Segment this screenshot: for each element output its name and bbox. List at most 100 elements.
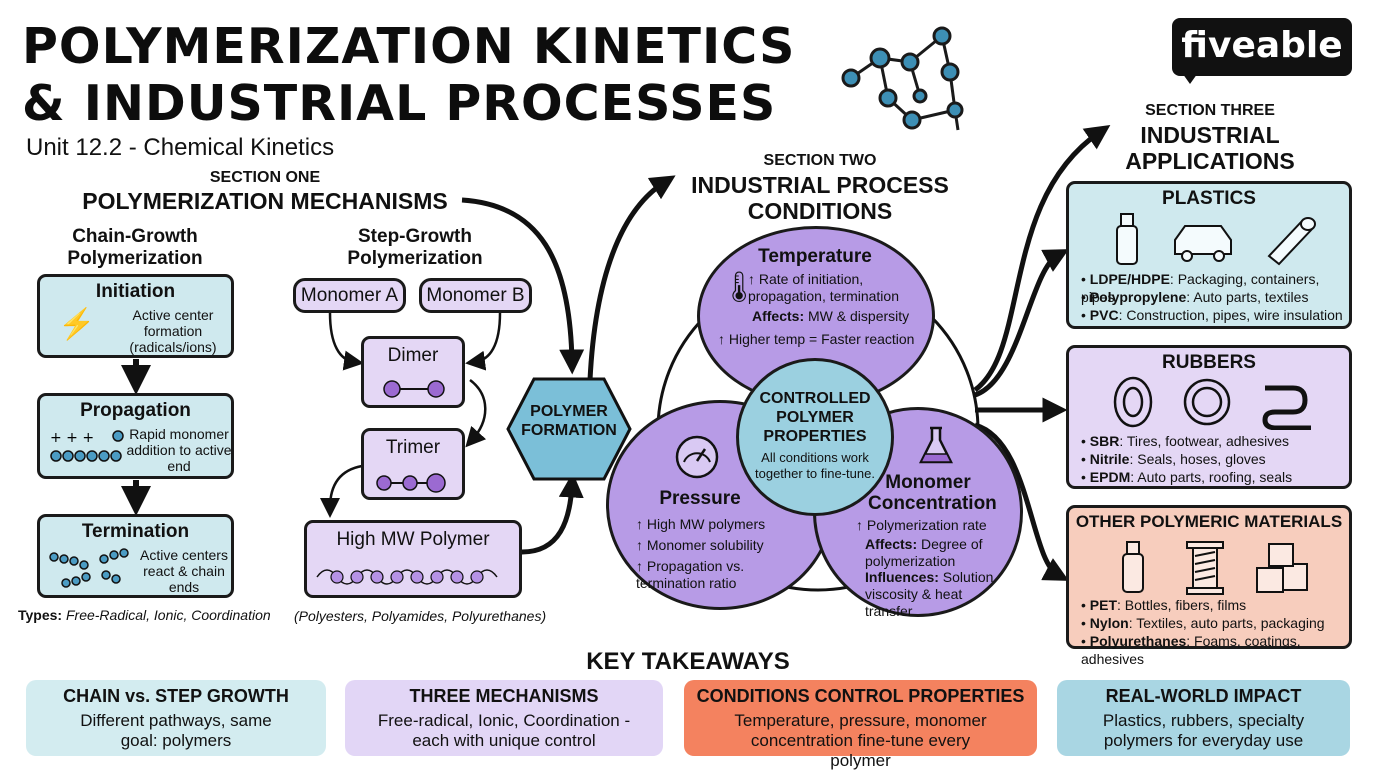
plastics-item-1-desc: : Packaging, containers, pipes — [1081, 271, 1320, 305]
temperature-title: Temperature — [758, 246, 872, 267]
other-item-2: • Nylon: Textiles, auto parts, packaging — [1081, 615, 1325, 631]
section-two-title: INDUSTRIAL PROCESS CONDITIONS — [691, 171, 949, 224]
bottle-icon — [1122, 541, 1144, 593]
other-item-1-name: PET — [1089, 597, 1118, 613]
temperature-line-1: ↑ Rate of initiation, propagation, termi… — [748, 271, 899, 304]
pipe-icon — [1267, 217, 1316, 266]
plastics-item-3-desc: : Construction, pipes, wire insulation — [1118, 307, 1343, 323]
other-item-3: • Polyurethanes: Foams, coatings, adhesi… — [1081, 633, 1301, 667]
page-subtitle: Unit 12.2 - Chemical Kinetics — [26, 134, 335, 161]
pressure-line-2-text: Monomer solubility — [646, 537, 764, 553]
concentration-line-1-text: Polymerization rate — [866, 517, 987, 533]
takeaway-card-2: THREE MECHANISMS Free-radical, Ionic, Co… — [345, 680, 663, 756]
other-item-2-desc: : Textiles, auto parts, packaging — [1128, 615, 1325, 631]
takeaway-4-title: REAL-WORLD IMPACT — [1105, 686, 1302, 706]
center-desc: All conditions work together to fine-tun… — [755, 450, 875, 481]
rubbers-icons — [1113, 376, 1311, 430]
plastics-icons — [1116, 213, 1316, 266]
termination-box: Termination Active centers react & chain… — [37, 514, 234, 598]
step-growth-heading: Step-Growth Polymerization — [347, 226, 483, 269]
plastics-item-2: • Polypropylene: Auto parts, textiles — [1081, 289, 1309, 305]
section-one-title: POLYMERIZATION MECHANISMS — [82, 187, 448, 214]
rubbers-card: RUBBERS • SBR: Tires, footwear, adhesive… — [1066, 345, 1352, 489]
rubbers-item-2-name: Nitrile — [1089, 451, 1130, 467]
title-line-2: & INDUSTRIAL PROCESSES — [22, 75, 777, 132]
rubbers-item-1-desc: : Tires, footwear, adhesives — [1119, 433, 1289, 449]
termination-desc: Active centers react & chain ends — [140, 547, 228, 595]
high-mw-polymer-box: High MW Polymer — [304, 520, 522, 598]
other-item-1: • PET: Bottles, fibers, films — [1081, 597, 1247, 613]
monomer-a-pill: Monomer A — [293, 278, 406, 313]
center-circle — [736, 358, 894, 516]
rubbers-item-1-name: SBR — [1089, 433, 1120, 449]
high-mw-polymer-label: High MW Polymer — [336, 529, 490, 550]
section-three-title: INDUSTRIAL APPLICATIONS — [1125, 121, 1295, 174]
temperature-affects: Affects: MW & dispersity — [752, 308, 909, 325]
fiveable-logo: fiveable — [1172, 18, 1352, 76]
temperature-line-3: ↑ Higher temp = Faster reaction — [718, 331, 915, 347]
initiation-desc: Active center formation (radicals/ions) — [129, 307, 217, 355]
propagation-box: Propagation + + + Rapid monomer addition… — [37, 393, 234, 479]
molecule-icon — [841, 26, 964, 131]
concentration-line-1: ↑ Polymerization rate — [856, 517, 987, 533]
other-item-1-desc: : Bottles, fibers, films — [1117, 597, 1247, 613]
trimer-icon — [376, 473, 446, 493]
pressure-line-3: ↑ Propagation vs. termination ratio — [636, 558, 745, 591]
rubbers-title: RUBBERS — [1162, 352, 1256, 373]
initiation-title: Initiation — [95, 281, 176, 302]
plastics-item-2-desc: : Auto parts, textiles — [1186, 289, 1309, 305]
other-materials-title: OTHER POLYMERIC MATERIALS — [1075, 512, 1343, 531]
section-one-label: SECTION ONE — [209, 169, 321, 186]
other-item-2-name: Nylon — [1089, 615, 1129, 631]
ring-seal-icon — [1183, 378, 1231, 426]
takeaway-3-title: CONDITIONS CONTROL PROPERTIES — [696, 686, 1025, 706]
takeaway-card-3: CONDITIONS CONTROL PROPERTIES Temperatur… — [684, 680, 1037, 770]
monomer-b-pill: Monomer B — [419, 278, 532, 313]
temperature-line-1-text: Rate of initiation, propagation, termina… — [748, 271, 899, 304]
bottle-icon — [1116, 213, 1138, 265]
trimer-label: Trimer — [385, 437, 441, 458]
concentration-influences: Influences: Solution viscosity & heat tr… — [865, 569, 995, 620]
pressure-line-1-text: High MW polymers — [646, 516, 766, 532]
car-icon — [1174, 225, 1232, 262]
page-title: POLYMERIZATION KINETICS & INDUSTRIAL PRO… — [22, 18, 842, 132]
termination-title: Termination — [81, 521, 190, 542]
tire-icon — [1113, 376, 1153, 428]
chain-types: Types: Free-Radical, Ionic, Coordination — [18, 607, 271, 623]
section-three-header: SECTION THREE INDUSTRIAL APPLICATIONS — [1110, 102, 1310, 174]
other-item-3-name: Polyurethanes — [1089, 633, 1187, 649]
types-label: Types: — [18, 607, 63, 623]
plastics-item-2-name: Polypropylene — [1089, 289, 1187, 305]
section-two-label: SECTION TWO — [763, 152, 877, 169]
takeaway-3-desc: Temperature, pressure, monomer concentra… — [734, 711, 987, 770]
other-materials-card: OTHER POLYMERIC MATERIALS • PET: Bottles… — [1066, 505, 1352, 667]
concentration-influences-text: Solution viscosity & heat transfer — [865, 569, 994, 619]
temperature-line-3-text: Higher temp = Faster reaction — [728, 331, 915, 347]
dimer-box: Dimer — [361, 336, 465, 408]
plastics-item-1-name: LDPE/HDPE — [1089, 271, 1170, 287]
initiation-box: Initiation ⚡ Active center formation (ra… — [37, 274, 234, 358]
hose-icon — [1262, 385, 1311, 430]
pressure-line-1: ↑ High MW polymers — [636, 516, 766, 532]
trimer-box: Trimer — [361, 428, 465, 500]
concentration-influences-label: Influences: — [865, 569, 939, 585]
plastics-item-1: • LDPE/HDPE: Packaging, containers, pipe… — [1081, 271, 1320, 305]
takeaway-card-1: CHAIN vs. STEP GROWTH Different pathways… — [26, 680, 326, 756]
foam-blocks-icon — [1256, 543, 1308, 593]
takeaway-2-title: THREE MECHANISMS — [409, 686, 599, 706]
flask-icon — [918, 426, 954, 464]
rubbers-item-3-desc: : Auto parts, roofing, seals — [1130, 469, 1293, 485]
dimer-icon — [383, 380, 445, 398]
types-value: Free-Radical, Ionic, Coordination — [65, 607, 271, 623]
plastics-title: PLASTICS — [1162, 188, 1256, 209]
step-growth-examples: (Polyesters, Polyamides, Polyurethanes) — [294, 608, 547, 624]
plastics-card: PLASTICS • LDPE/HDPE: Packaging, contain… — [1066, 181, 1352, 329]
broken-chain-icon — [49, 548, 129, 588]
takeaway-4-desc: Plastics, rubbers, specialty polymers fo… — [1102, 711, 1305, 750]
rubbers-item-3-name: EPDM — [1089, 469, 1131, 485]
rubbers-item-1: • SBR: Tires, footwear, adhesives — [1081, 433, 1289, 449]
temperature-affects-text: MW & dispersity — [808, 308, 910, 324]
thread-spool-icon — [1186, 541, 1224, 595]
rubbers-item-2-desc: : Seals, hoses, gloves — [1129, 451, 1266, 467]
concentration-title: Monomer Concentration — [868, 472, 997, 514]
